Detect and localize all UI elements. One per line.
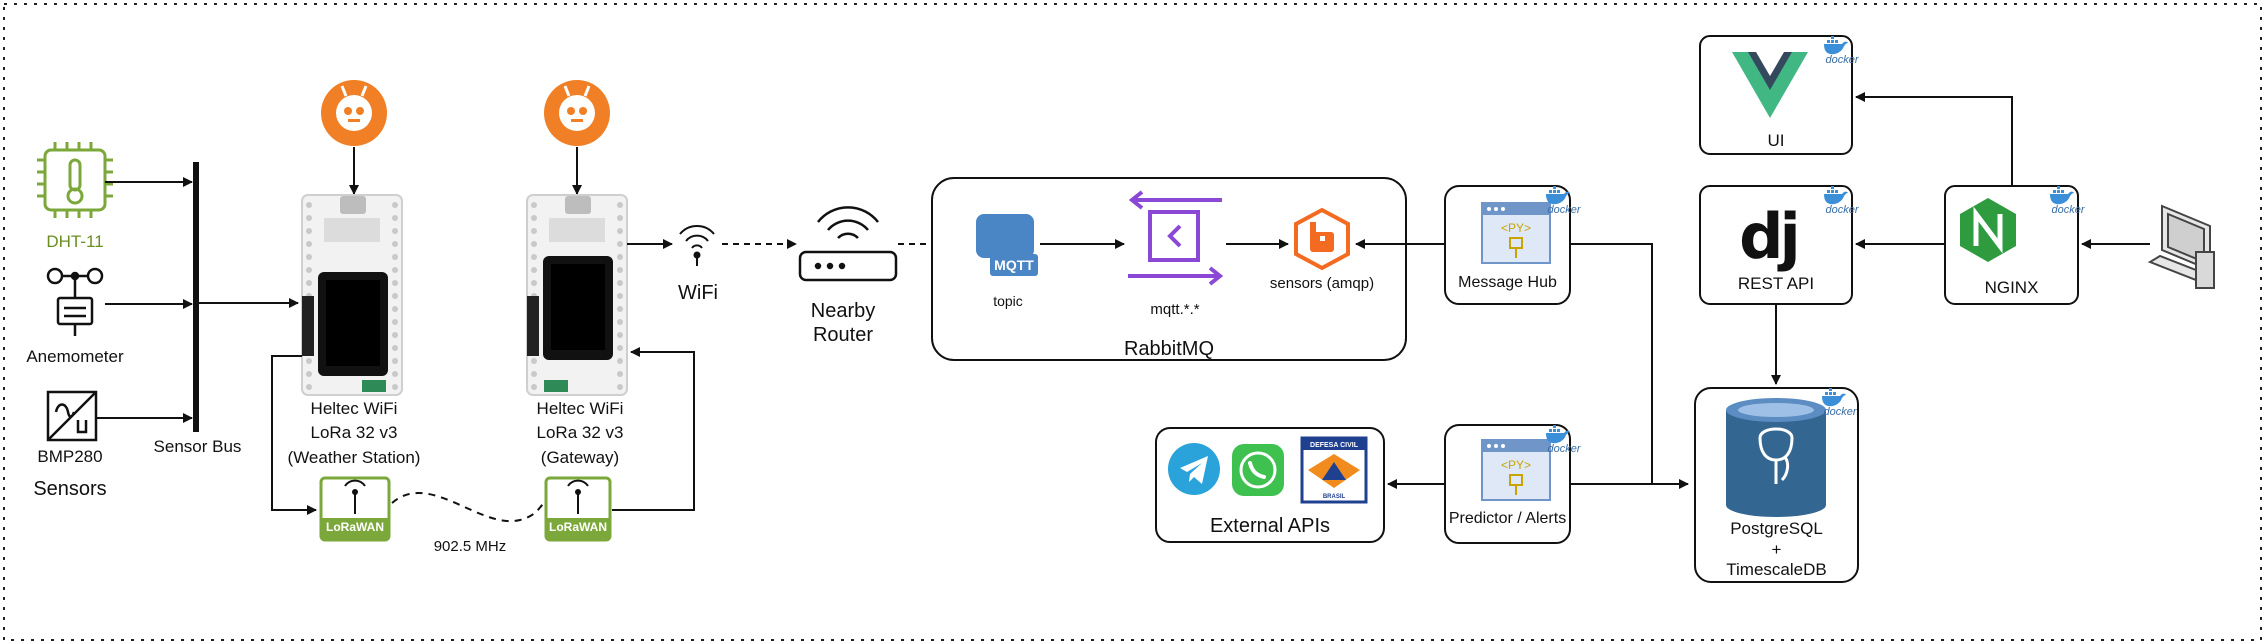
python-app-icon-predictor: <PY> [1481,439,1551,501]
mqtt-topic-label: topic [993,293,1023,309]
router-label-line2: Router [812,324,874,346]
sensor-bus-label: Sensor Bus [153,437,242,456]
rabbitmq-queue-icon [1294,207,1350,271]
rabbitmq-container [931,177,1407,361]
wifi-icon [679,224,715,266]
predictor-label: Predictor / Alerts [1448,510,1567,527]
outer-frame [3,3,2262,641]
wifi-label: WiFi [678,282,718,304]
docker-tag-rest: docker [1825,204,1859,216]
sensors-group-label: Sensors [33,478,107,500]
heltec-board-gateway [526,194,628,396]
lorawan-badge-gateway-text: LoRaWAN [549,520,607,534]
queue-label: sensors (amqp) [1269,275,1375,292]
rabbitmq-title: RabbitMQ [1123,338,1215,360]
message-hub-label: Message Hub [1458,274,1557,291]
bmp280-sensor-icon [46,390,98,442]
docker-tag-nginx: docker [2051,204,2085,216]
exchange-label: mqtt.*.* [1150,301,1200,318]
router-icon [798,206,898,282]
gateway-label-line2: LoRa 32 v3 [536,423,624,442]
exchange-icon [1128,190,1224,286]
docker-tag-ui: docker [1825,54,1859,66]
gateway-label-line3: (Gateway) [540,448,620,467]
anemometer-icon [46,267,104,336]
edge-hub-db [1570,243,1689,489]
edge-station-lora [271,355,317,515]
station-label-line1: Heltec WiFi [310,399,398,418]
station-label-line3: (Weather Station) [287,448,421,467]
postgresql-db-icon [1726,398,1826,517]
station-label-line2: LoRa 32 v3 [310,423,398,442]
platformio-icon-gateway [544,80,610,146]
svg-text:<PY>: <PY> [1501,221,1531,235]
svg-text:<PY>: <PY> [1501,458,1531,472]
frequency-label: 902.5 MHz [433,538,507,555]
django-logo-icon: dj [1739,200,1801,273]
edge-nginx-ui [1855,92,2013,186]
svg-text:BRASIL: BRASIL [1323,494,1346,500]
lorawan-badge-gateway [544,476,612,542]
external-apis-label: External APIs [1209,515,1331,537]
lorawan-badge-station-text: LoRaWAN [326,520,384,534]
rest-api-label: REST API [1737,274,1815,293]
computer-icon [2147,204,2215,289]
vue-logo-icon [1732,52,1808,118]
docker-tag-db: docker [1823,406,1857,418]
nginx-logo-icon [1960,198,2016,262]
telegram-icon [1168,443,1220,495]
docker-tag-hub: docker [1547,204,1581,216]
platformio-icon-station [321,80,387,146]
db-label-line2: + [1771,540,1782,559]
db-label-line3: TimescaleDB [1726,560,1827,579]
dht11-label: DHT-11 [46,232,104,251]
ui-label: UI [1767,131,1785,150]
mqtt-icon: MQTT [976,214,1038,276]
defesa-civil-logo: DEFESA CIVIL BRASIL [1300,436,1368,504]
anemometer-label: Anemometer [26,347,124,366]
dht11-chip-icon [37,142,113,218]
gateway-label-line1: Heltec WiFi [536,399,624,418]
lora-radio-link [391,491,547,523]
router-label-line1: Nearby [810,300,876,322]
docker-tag-predictor: docker [1547,443,1581,455]
heltec-board-station [301,194,403,396]
db-label-line1: PostgreSQL [1730,519,1823,538]
svg-text:DEFESA CIVIL: DEFESA CIVIL [1310,442,1359,449]
nginx-label: NGINX [1984,278,2039,297]
svg-text:MQTT: MQTT [994,257,1034,273]
whatsapp-icon [1232,444,1284,496]
svg-text:dj: dj [1739,200,1797,273]
python-app-icon-hub: <PY> [1481,202,1551,264]
bmp280-label: BMP280 [37,447,103,466]
lorawan-badge-station [319,476,391,542]
edge-lora-gateway [612,347,695,511]
